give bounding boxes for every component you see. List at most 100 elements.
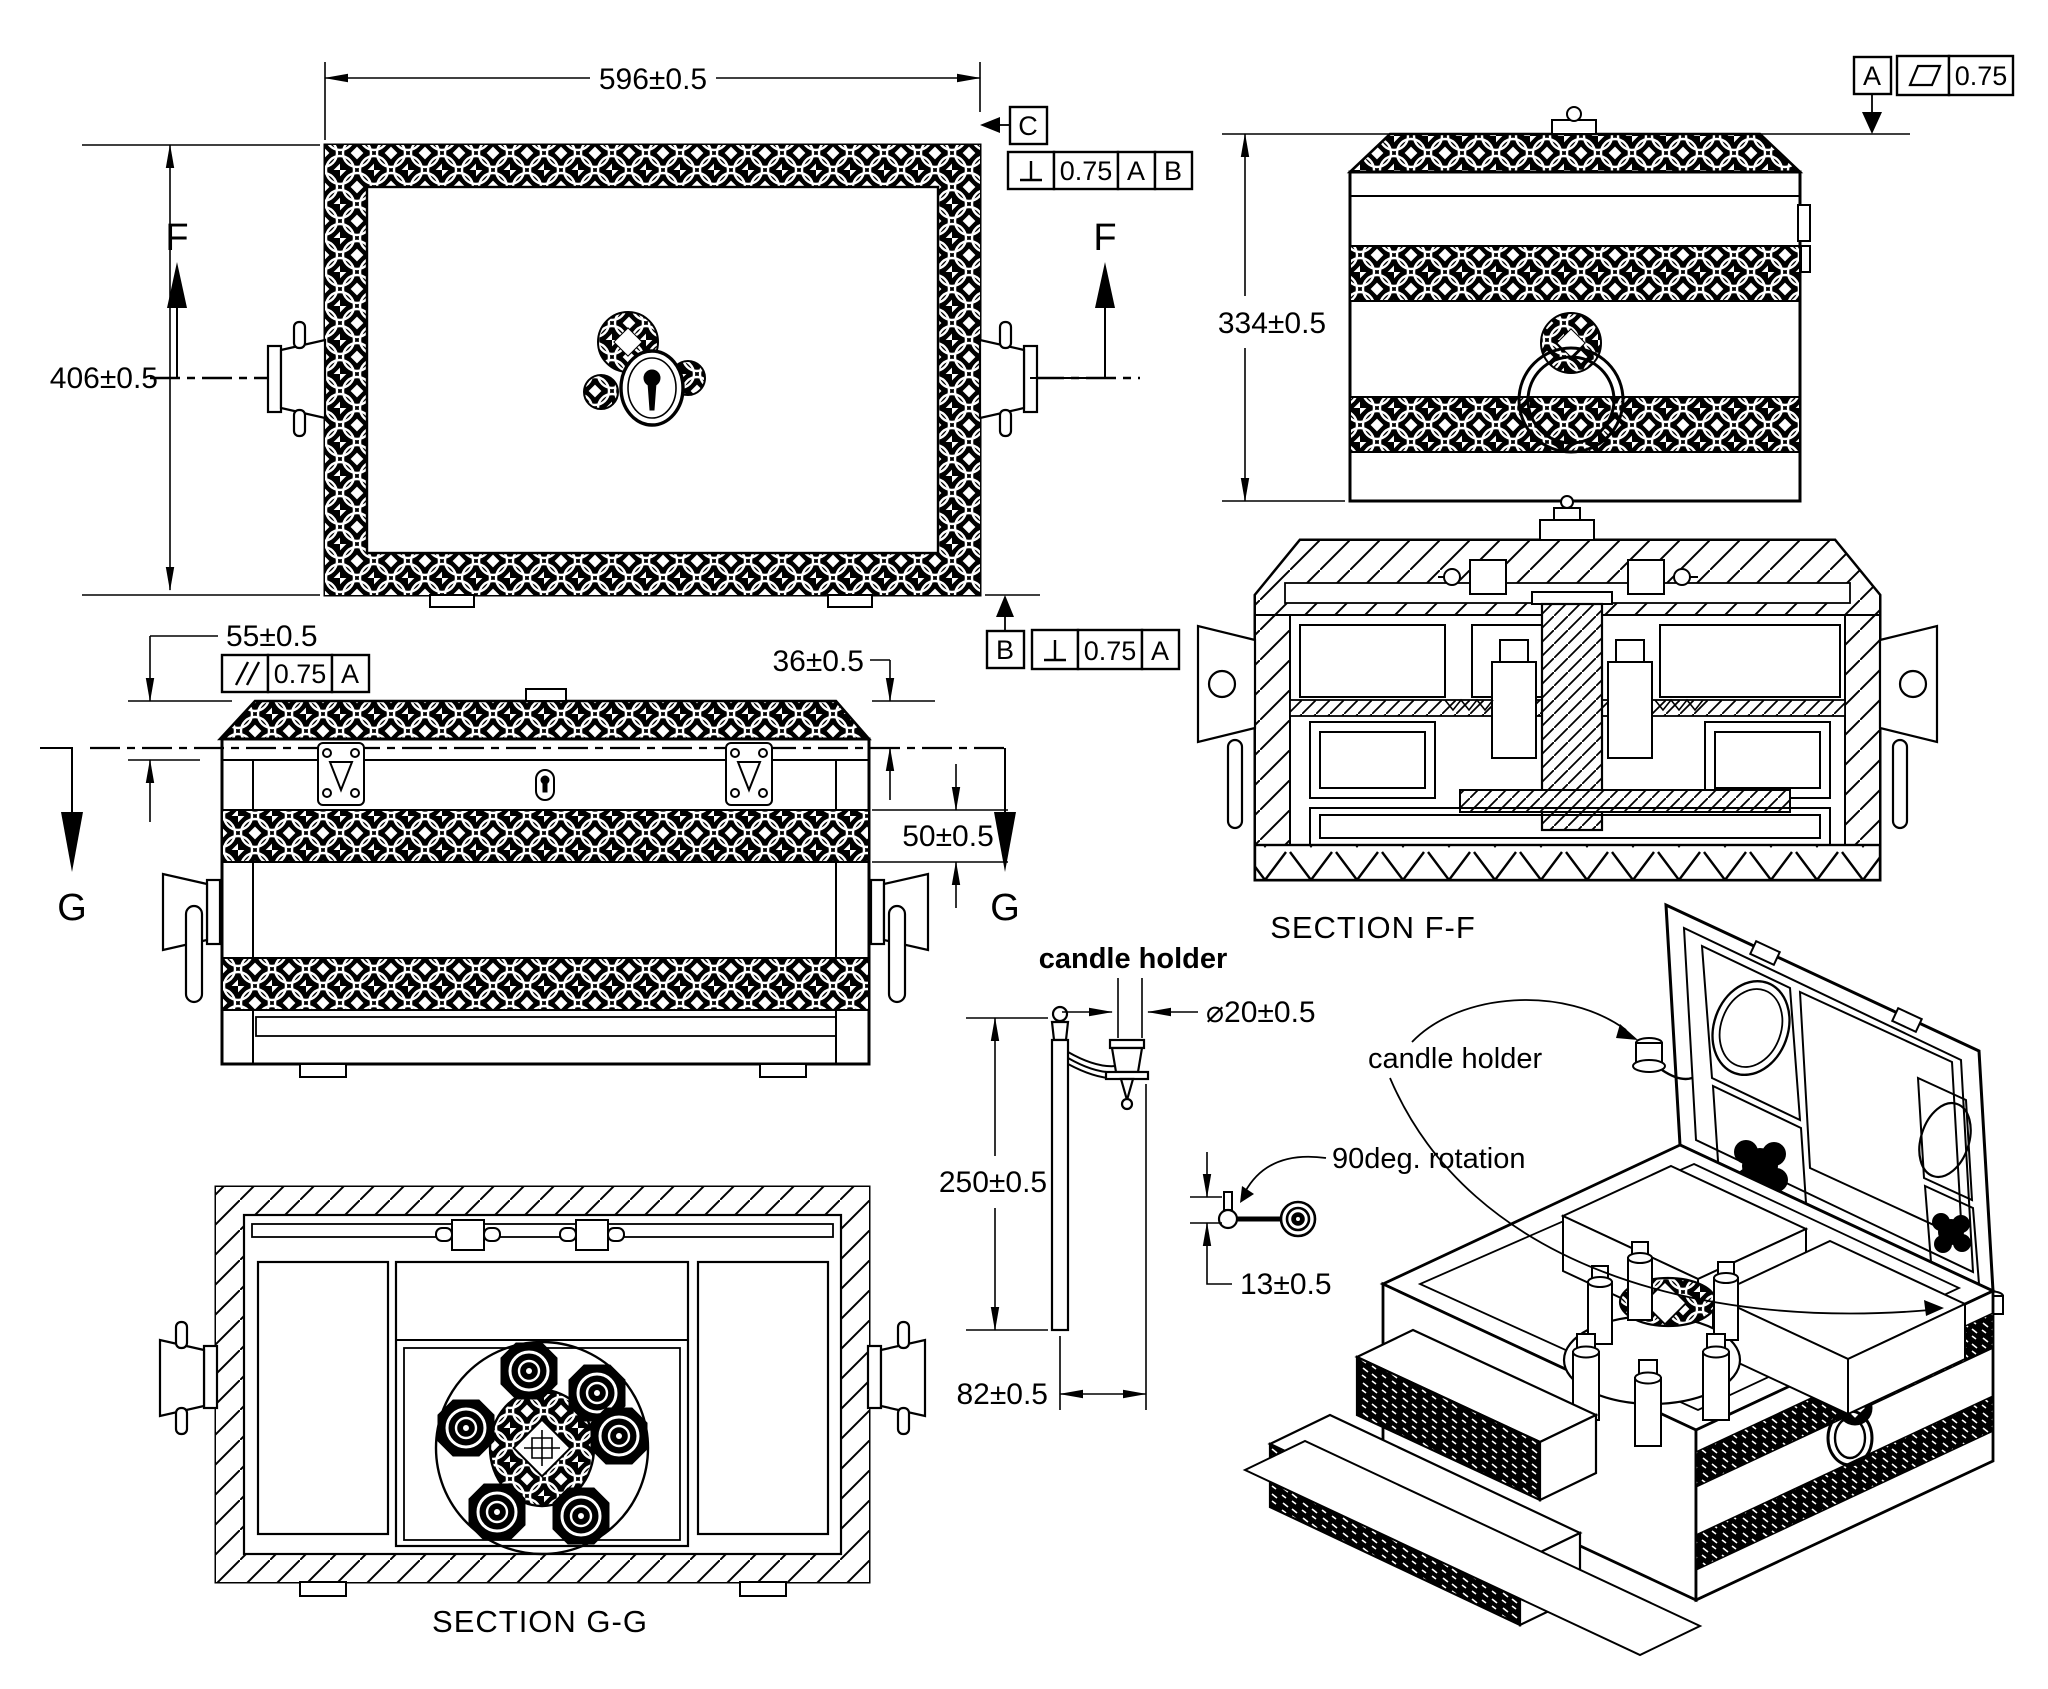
center-compartment [394, 1260, 690, 1548]
mirror [1711, 979, 1791, 1077]
lid-clasp [525, 688, 567, 702]
dim-lid-height: 55±0.5 [128, 620, 318, 822]
candle-holder-title: candle holder [1039, 943, 1228, 975]
datum-a-label: A [1863, 61, 1881, 91]
handle-right [869, 872, 930, 1004]
dim-text-front-height: 334±0.5 [1218, 307, 1326, 340]
section-letter-f-right: F [1093, 217, 1116, 259]
handle-right [1878, 624, 1939, 830]
candle-holder-callout: candle holder [1368, 999, 1944, 1316]
perpendicularity-icon [1020, 161, 1042, 182]
dim-post-height: 250±0.5 [939, 1017, 1048, 1331]
section-gg-label: SECTION G-G [432, 1604, 648, 1639]
dim-text-body-band: 50±0.5 [902, 820, 994, 853]
elevation-view: 55±0.5 0.75 A 36±0.5 50±0.5 B [40, 594, 1181, 1078]
dim-text-top-height: 406±0.5 [50, 362, 158, 395]
compartment [1299, 624, 1446, 698]
svg-text:0.75: 0.75 [274, 659, 327, 689]
mirror-frame [1700, 944, 1802, 1122]
base-slab [1253, 843, 1882, 882]
serration [1654, 698, 1704, 712]
handle-left [161, 872, 222, 1004]
bottom-long-compartment [1309, 807, 1831, 846]
svg-text:B: B [1164, 156, 1182, 186]
post [1050, 1005, 1070, 1332]
datum-a-flag: A [1852, 55, 1893, 134]
dim-text-post-height: 250±0.5 [939, 1166, 1047, 1199]
handle-right [866, 1320, 927, 1436]
right-wall [1844, 614, 1881, 846]
section-ff-view: SECTION F-F [1196, 495, 1939, 945]
keyhole-escutcheon [583, 311, 706, 427]
iso-drawer-upper [1354, 1328, 1599, 1502]
iso-candle-holder-left [1632, 1037, 1693, 1081]
ornate-band [221, 957, 870, 1011]
dim-text-pivot-offset: 13±0.5 [1240, 1268, 1332, 1301]
datum-b-flag: B [985, 594, 1040, 670]
rotation-note: 90deg. rotation [1240, 1143, 1525, 1203]
dim-text-lid-height: 55±0.5 [226, 620, 318, 653]
candle-holder-detail: candle holder ⌀20±0.5 250±0.5 82±0 [939, 943, 1316, 1411]
rotation-note-text: 90deg. rotation [1332, 1143, 1525, 1175]
left-wall [1254, 614, 1291, 846]
column-base [1459, 789, 1791, 813]
front-view: 334±0.5 A 0.75 [1218, 54, 2015, 503]
candle-sockets [437, 1342, 648, 1545]
ornate-band [1695, 1394, 1994, 1572]
section-letter-g-right: G [990, 887, 1020, 929]
pivot [1217, 1208, 1239, 1230]
iso-base-tray [1242, 1439, 1703, 1657]
serration [1444, 698, 1494, 712]
hinge-left [317, 742, 365, 806]
center-medallion [488, 1388, 596, 1508]
dim-text-cup-diameter: ⌀20±0.5 [1206, 996, 1316, 1029]
dim-text-arm-offset: 82±0.5 [956, 1378, 1048, 1411]
hinge-hardware [1438, 559, 1698, 595]
left-compartment [256, 1260, 390, 1536]
candle-cylinder-right [1607, 639, 1653, 759]
candle-cylinder-left [1491, 639, 1537, 759]
dim-front-height: 334±0.5 [1218, 133, 1910, 502]
dim-cup-diameter: ⌀20±0.5 [1062, 996, 1316, 1029]
datum-c-label: C [1018, 111, 1038, 141]
svg-text:0.75: 0.75 [1084, 636, 1137, 666]
datum-b-label: B [996, 635, 1014, 665]
lid-clasp [1551, 106, 1597, 135]
foot-tab [739, 1581, 787, 1597]
handle-right [978, 320, 1039, 438]
foot-tab [299, 1063, 347, 1078]
section-arrow-g-right: G [990, 748, 1020, 929]
perpendicularity-icon [1044, 640, 1066, 662]
foot-tab [759, 1063, 807, 1078]
section-letter-f-left: F [165, 217, 188, 259]
isometric-view: candle holder [1242, 902, 2004, 1657]
handle-left [1196, 624, 1257, 830]
ring-pull [1517, 312, 1625, 454]
ornate-band [221, 809, 870, 863]
svg-text:A: A [1151, 636, 1169, 666]
section-arrow-f-right: F [1030, 217, 1117, 379]
hinge-right [725, 742, 773, 806]
rotation-detail: 13±0.5 90deg. rotation [1190, 1143, 1525, 1301]
dim-top-height: 406±0.5 [50, 144, 320, 596]
floral-medallion [1932, 1213, 1971, 1253]
lower-compartment-left [1309, 721, 1436, 799]
svg-text:A: A [341, 659, 359, 689]
datum-c-flag: C [980, 105, 1049, 146]
flatness-icon [1908, 64, 1942, 87]
section-arrow-g-left: G [40, 747, 87, 929]
dim-text-lid-band: 36±0.5 [772, 645, 864, 678]
foot-tab [299, 1581, 347, 1597]
candle-holder-callout-text: candle holder [1368, 1043, 1542, 1075]
svg-text:A: A [1127, 156, 1145, 186]
iso-right-shelf [1710, 1239, 1968, 1416]
foot-tab [827, 594, 873, 608]
svg-text:0.75: 0.75 [1955, 61, 2008, 91]
dim-body-band: 50±0.5 [872, 764, 1008, 908]
side-latch [1797, 204, 1811, 273]
svg-text:0.75: 0.75 [1060, 156, 1113, 186]
fcf-flatness: 0.75 [1895, 54, 2015, 97]
pivot-stub [1223, 1191, 1233, 1211]
